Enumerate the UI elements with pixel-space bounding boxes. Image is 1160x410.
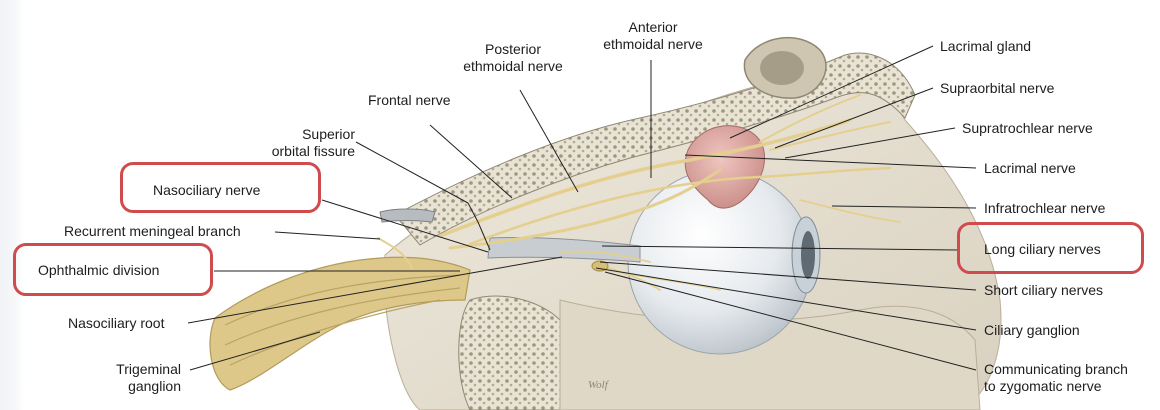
leader-lacrimal-gland bbox=[729, 45, 934, 139]
label-frontal-nerve: Frontal nerve bbox=[368, 92, 451, 108]
anatomy-art bbox=[209, 36, 1002, 410]
label-supraorbital-nerve: Supraorbital nerve bbox=[940, 80, 1055, 96]
label-lacrimal-nerve: Lacrimal nerve bbox=[984, 160, 1076, 176]
label-communicating-line1: Communicating branch bbox=[984, 361, 1128, 377]
artist-signature: Wolf bbox=[588, 379, 610, 391]
highlight-nasociliary bbox=[120, 162, 321, 213]
sphenoid-process bbox=[379, 208, 436, 223]
supratrochlear-art bbox=[769, 121, 891, 151]
leader-short-ciliary bbox=[599, 261, 977, 291]
long-ciliary-art bbox=[559, 250, 651, 263]
label-superior-orbital-fissure: Superior orbital fissure bbox=[240, 126, 355, 160]
leader-posterior-ethmoidal bbox=[519, 89, 579, 193]
label-nasociliary-nerve: Nasociliary nerve bbox=[153, 182, 261, 198]
leader-frontal bbox=[429, 124, 513, 199]
leader-supraorbital bbox=[774, 87, 934, 149]
iris bbox=[801, 231, 815, 279]
label-anterior-ethmoidal: Anterior ethmoidal nerve bbox=[586, 19, 720, 53]
nasociliary-art bbox=[448, 168, 722, 250]
lacrimal-gland-art bbox=[684, 125, 765, 209]
leader-trigeminal-ganglion bbox=[189, 331, 321, 371]
label-ciliary-ganglion: Ciliary ganglion bbox=[984, 322, 1080, 338]
supraorbital-art bbox=[759, 94, 861, 143]
label-anterior-ethmoidal-line2: ethmoidal nerve bbox=[603, 36, 703, 52]
leader-lines bbox=[187, 45, 977, 371]
label-superior-line1: Superior bbox=[302, 126, 355, 142]
label-lacrimal-gland: Lacrimal gland bbox=[940, 38, 1032, 54]
leader-ciliary-ganglion bbox=[595, 267, 977, 331]
sinus-cavity bbox=[760, 51, 804, 85]
leader-long-ciliary bbox=[601, 245, 959, 251]
optic-nerve bbox=[487, 236, 641, 263]
label-supratrochlear-nerve: Supratrochlear nerve bbox=[962, 120, 1093, 136]
label-posterior-ethmoidal-line2: ethmoidal nerve bbox=[463, 58, 563, 74]
label-long-ciliary-nerves: Long ciliary nerves bbox=[984, 241, 1101, 257]
trigeminal-nerve-bundle bbox=[209, 256, 471, 391]
label-trigeminal-line1: Trigeminal bbox=[116, 361, 181, 377]
label-short-ciliary-nerves: Short ciliary nerves bbox=[984, 282, 1104, 298]
label-posterior-ethmoidal-line1: Posterior bbox=[484, 41, 542, 57]
leader-lacrimal-nerve bbox=[684, 154, 977, 169]
leader-nasociliary-root bbox=[187, 256, 563, 324]
trigeminal-strands bbox=[224, 274, 461, 366]
label-trigeminal-ganglion: Trigeminal ganglion bbox=[80, 361, 181, 395]
label-posterior-ethmoidal: Posterior ethmoidal nerve bbox=[446, 41, 580, 75]
leader-recurrent-meningeal bbox=[274, 231, 381, 240]
leader-fissure-branch bbox=[467, 202, 491, 251]
lacrimal-nerve-art bbox=[468, 166, 892, 246]
leader-communicating-branch bbox=[604, 271, 977, 371]
frontal-nerve-art bbox=[438, 118, 852, 238]
label-anterior-ethmoidal-line1: Anterior bbox=[628, 19, 678, 35]
label-communicating-line2: to zygomatic nerve bbox=[984, 378, 1102, 394]
recurrent-branch-art bbox=[377, 237, 413, 269]
label-infratrochlear-nerve: Infratrochlear nerve bbox=[984, 200, 1106, 216]
label-nasociliary-root: Nasociliary root bbox=[68, 315, 165, 331]
label-superior-line2: orbital fissure bbox=[271, 143, 355, 159]
highlight-long-ciliary bbox=[957, 222, 1144, 274]
leader-nasociliary bbox=[321, 199, 489, 253]
label-communicating-branch: Communicating branch to zygomatic nerve bbox=[984, 361, 1128, 395]
infratrochlear-art bbox=[799, 199, 901, 223]
nerves bbox=[377, 94, 901, 291]
label-ophthalmic-division: Ophthalmic division bbox=[38, 262, 160, 278]
highlight-ophthalmic-division bbox=[13, 243, 213, 296]
label-recurrent-meningeal-branch: Recurrent meningeal branch bbox=[64, 223, 241, 239]
leader-infratrochlear bbox=[831, 205, 977, 209]
orbital-roof bbox=[394, 52, 916, 246]
page-edge-strip bbox=[0, 0, 24, 410]
leader-supratrochlear bbox=[784, 127, 956, 159]
label-trigeminal-line2: ganglion bbox=[128, 378, 181, 394]
leader-superior-orbital-fissure bbox=[355, 141, 469, 204]
